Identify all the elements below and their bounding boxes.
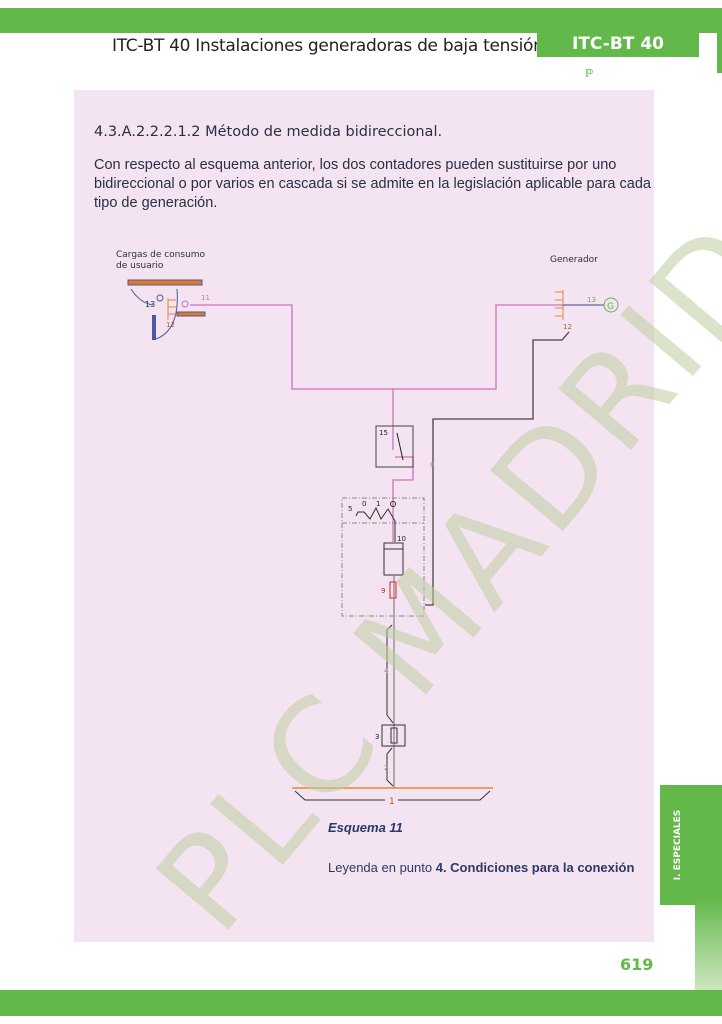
side-tab: I. ESPECIALES — [660, 785, 695, 905]
label-12a: 12 — [166, 321, 175, 329]
header-title: ITC-BT 40 Instalaciones generadoras de b… — [112, 36, 544, 56]
side-strip — [695, 785, 722, 990]
footer-bar — [0, 990, 722, 1016]
label-13a: 13 — [145, 300, 155, 309]
header-bar — [0, 8, 722, 33]
label-1: 1 — [389, 797, 395, 807]
generator-g: G — [607, 302, 614, 312]
label-loads: Cargas de consumo — [116, 250, 206, 260]
fuse-9 — [389, 581, 397, 599]
label-3: 3 — [375, 733, 379, 741]
label-4: 4 — [384, 667, 389, 675]
label-12b: 12 — [563, 323, 572, 331]
label-8: 8 — [430, 461, 434, 469]
label-9: 9 — [381, 587, 385, 595]
header-tab: ITC-BT 40 — [537, 33, 699, 57]
diagram-caption: Esquema 11 — [328, 820, 403, 835]
label-generator: Generador — [550, 255, 598, 265]
wire-8 — [425, 331, 570, 606]
label-loads-2: de usuario — [116, 261, 164, 271]
label-11: 11 — [201, 294, 210, 302]
logo: ℙ — [585, 67, 594, 80]
wire-main — [190, 304, 600, 390]
page-number: 619 — [620, 955, 654, 974]
label-0: 0 — [362, 500, 366, 508]
legend-reference: 4. Condiciones para la conexión — [435, 860, 635, 875]
label-5: 5 — [348, 505, 352, 513]
wire-to-meter — [392, 456, 414, 542]
label-2: 2 — [384, 764, 388, 772]
box-15 — [375, 425, 414, 468]
generator-symbol: G 13 12 — [555, 290, 619, 331]
box-3 — [381, 724, 406, 747]
section-title: 4.3.A.2.2.2.1.2 Método de medida bidirec… — [94, 124, 443, 140]
header-edge — [717, 33, 722, 73]
cabinet — [341, 497, 425, 617]
label-13b: 13 — [587, 296, 596, 304]
legend-prefix: Leyenda en punto — [328, 860, 436, 875]
section-paragraph: Con respecto al esquema anterior, los do… — [94, 157, 651, 211]
meter-10 — [383, 542, 404, 576]
legend-note: Leyenda en punto 4. Condiciones para la … — [328, 860, 634, 875]
loads-symbol: 13 12 11 — [127, 279, 210, 340]
side-tab-label: I. ESPECIALES — [672, 809, 683, 881]
switch-5 — [355, 506, 396, 542]
label-15: 15 — [379, 429, 388, 437]
label-1-switch: 1 — [376, 500, 380, 508]
label-10: 10 — [397, 535, 406, 543]
